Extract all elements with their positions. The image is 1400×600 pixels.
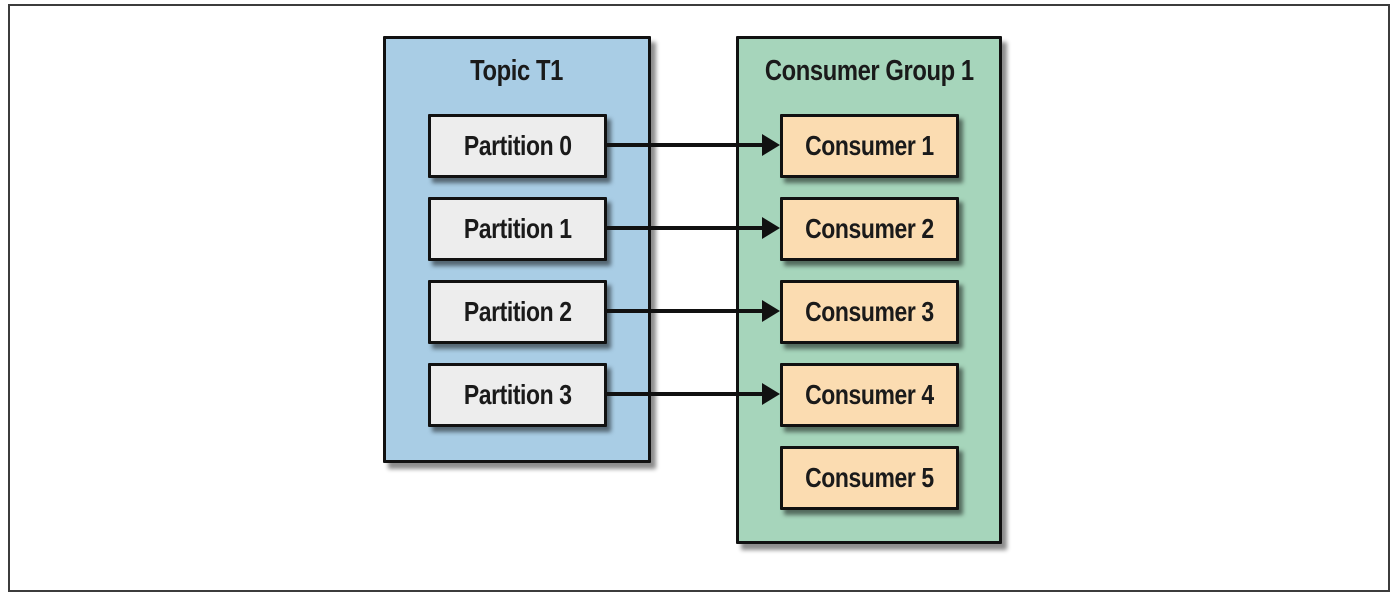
arrow-partition2-consumer3: [607, 300, 780, 322]
consumer-3-label: Consumer 3: [805, 296, 934, 327]
partition-1-node: Partition 1: [428, 197, 607, 261]
consumer-2-label: Consumer 2: [805, 213, 934, 244]
consumer-group-title: Consumer Group 1: [739, 55, 999, 88]
arrow-partition3-consumer4: [607, 383, 780, 405]
topic-title-text: Topic T1: [470, 55, 564, 87]
consumer-group-title-text: Consumer Group 1: [764, 55, 974, 87]
consumer-1-label: Consumer 1: [805, 130, 934, 161]
consumer-1-node: Consumer 1: [780, 114, 959, 178]
partition-1-label: Partition 1: [463, 213, 572, 244]
partition-0-label: Partition 0: [463, 130, 572, 161]
arrow-partition1-consumer2: [607, 217, 780, 239]
partition-3-label: Partition 3: [463, 379, 572, 410]
partition-2-label: Partition 2: [463, 296, 572, 327]
figure-frame: [8, 4, 1390, 592]
consumer-5-label: Consumer 5: [805, 462, 934, 493]
partition-0-node: Partition 0: [428, 114, 607, 178]
arrow-partition0-consumer1: [607, 134, 780, 156]
consumer-5-node: Consumer 5: [780, 446, 959, 510]
consumer-4-label: Consumer 4: [805, 379, 934, 410]
partition-2-node: Partition 2: [428, 280, 607, 344]
topic-title: Topic T1: [386, 55, 648, 88]
consumer-4-node: Consumer 4: [780, 363, 959, 427]
consumer-3-node: Consumer 3: [780, 280, 959, 344]
partition-3-node: Partition 3: [428, 363, 607, 427]
consumer-2-node: Consumer 2: [780, 197, 959, 261]
